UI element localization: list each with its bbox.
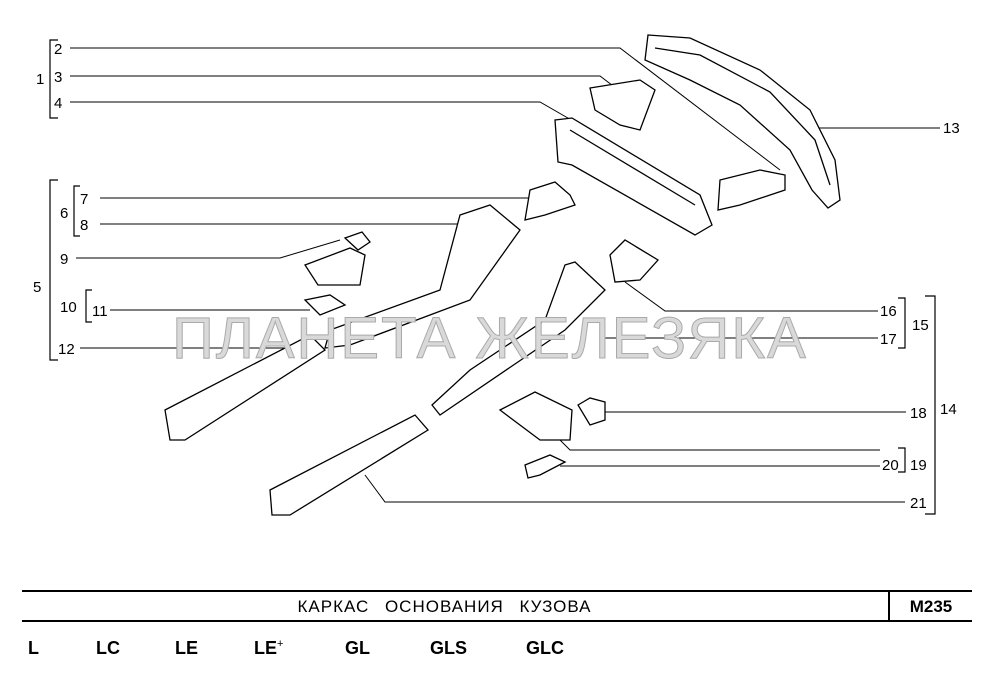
- title-divider: [888, 592, 890, 620]
- callout-18: 18: [910, 405, 927, 422]
- callout-14: 14: [940, 401, 957, 418]
- callout-16: 16: [880, 303, 897, 320]
- leader-lines: [70, 47, 940, 503]
- part-11-plate: [303, 294, 347, 316]
- callout-15: 15: [912, 317, 929, 334]
- callout-6: 6: [60, 205, 68, 222]
- callout-labels: 1 2 3 4 5 6 7 8 9 10 11 12 13 14 15 16 1…: [33, 41, 960, 512]
- part-13-rear-crossmember: [644, 34, 841, 209]
- callout-3: 3: [54, 69, 62, 86]
- part-2-bracket: [717, 169, 786, 211]
- callout-17: 17: [880, 331, 897, 348]
- callout-4: 4: [54, 95, 62, 112]
- part-12-sill: [164, 334, 327, 441]
- part-8-spar: [324, 204, 521, 349]
- callout-5: 5: [33, 279, 41, 296]
- variant-le-plus-label: LE: [254, 638, 278, 658]
- part-drawings: [164, 34, 841, 516]
- variant-gl: GL: [345, 638, 370, 658]
- part-19-plate: [498, 391, 573, 441]
- part-18-clip: [577, 397, 606, 426]
- watermark-text: ПЛАНЕТА ЖЕЛЕЗЯКА: [172, 306, 808, 371]
- callout-7: 7: [80, 191, 88, 208]
- callout-9: 9: [60, 251, 68, 268]
- diagram-code: M235: [909, 597, 953, 616]
- variant-glc: GLC: [526, 638, 564, 658]
- callout-11: 11: [92, 303, 108, 320]
- callout-13: 13: [943, 120, 960, 137]
- callout-19: 19: [910, 457, 927, 474]
- callout-12: 12: [58, 341, 75, 358]
- callout-brackets: [49, 39, 936, 515]
- variant-le: LE: [175, 638, 199, 658]
- variant-l: L: [28, 638, 39, 658]
- title-bar: КАРКАС ОСНОВАНИЯ КУЗОВА M235: [22, 590, 972, 622]
- variant-lc: LC: [96, 638, 120, 658]
- part-3-bracket: [589, 79, 656, 131]
- page-title: КАРКАС ОСНОВАНИЯ КУЗОВА: [297, 597, 592, 616]
- variant-list: L LC LE LE+ GL GLS GLC: [0, 638, 989, 668]
- variant-le-plus-suffix: +: [277, 638, 284, 650]
- variant-le-plus: LE+: [254, 638, 283, 659]
- part-7-bracket: [524, 181, 576, 221]
- callout-21: 21: [910, 495, 927, 512]
- part-9-plate: [304, 247, 366, 286]
- callout-1: 1: [36, 71, 44, 88]
- part-21-sill: [269, 414, 429, 516]
- part-16-bracket: [609, 239, 660, 283]
- part-9-clip: [343, 231, 371, 251]
- part-17-spar: [431, 261, 606, 416]
- callout-2: 2: [54, 41, 62, 58]
- callout-20: 20: [882, 457, 899, 474]
- part-4-crossbeam: [554, 117, 713, 236]
- callout-10: 10: [60, 299, 77, 316]
- callout-8: 8: [80, 217, 88, 234]
- part-20-plate: [524, 454, 567, 479]
- variant-gls: GLS: [430, 638, 468, 658]
